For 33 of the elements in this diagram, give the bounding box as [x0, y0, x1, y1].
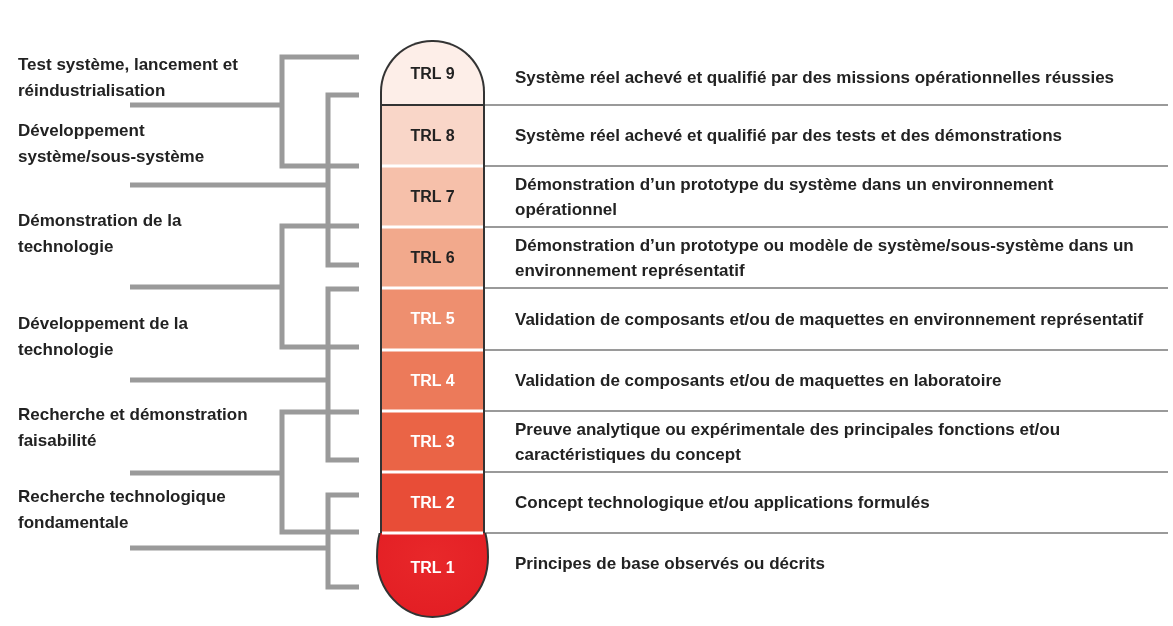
- stage-label: Développement de la technologie: [18, 311, 263, 363]
- trl-description: Principes de base observés ou décrits: [515, 553, 825, 575]
- trl-label: TRL 5: [410, 309, 455, 329]
- trl-label: TRL 1: [410, 558, 455, 578]
- trl-description: Validation de composants et/ou de maquettes en laboratoire: [515, 370, 1002, 392]
- trl-description: Validation de composants et/ou de maquettes en environnement représentatif: [515, 308, 1144, 331]
- trl-description: Démonstration d’un prototype du système dans un environnement opérationnel: [515, 173, 1055, 221]
- stage-label: Démonstration de la technologie: [18, 208, 263, 260]
- trl-description: Démonstration d’un prototype ou modèle de système/sous-système dans un environnement représentatif: [515, 234, 1135, 282]
- thermometer-segment: [380, 411, 485, 472]
- thermometer-segment: [380, 288, 485, 350]
- stage-label: Développement système/sous-système: [18, 118, 263, 170]
- trl-label: TRL 4: [410, 370, 455, 391]
- thermometer-segment: [380, 166, 485, 227]
- trl-label: TRL 6: [410, 247, 455, 268]
- trl-label: TRL 8: [410, 125, 455, 146]
- trl-description: Preuve analytique ou expérimentale des principales fonctions et/ou caractéristiques du concept: [515, 418, 1062, 466]
- thermometer-bulb: [376, 533, 489, 619]
- trl-label: TRL 9: [410, 63, 455, 84]
- thermometer-segment: [380, 105, 485, 166]
- trl-label: TRL 3: [410, 431, 455, 452]
- thermometer-segment: [380, 227, 485, 288]
- stage-label: Test système, lancement et réindustrialisation: [18, 52, 263, 104]
- trl-label: TRL 7: [410, 186, 455, 207]
- stage-label: Recherche et démonstration faisabilité: [18, 402, 263, 454]
- trl-description: Système réel achevé et qualifié par des missions opérationnelles réussies: [515, 67, 1115, 89]
- stage-label: Recherche technologique fondamentale: [18, 484, 263, 536]
- thermometer-segment: [380, 40, 485, 105]
- trl-label: TRL 2: [410, 492, 455, 513]
- trl-description: Concept technologique et/ou applications formulés: [515, 492, 930, 514]
- trl-description: Système réel achevé et qualifié par des tests et des démonstrations: [515, 125, 1063, 147]
- thermometer-segment: [380, 472, 485, 533]
- thermometer-segment: [380, 350, 485, 411]
